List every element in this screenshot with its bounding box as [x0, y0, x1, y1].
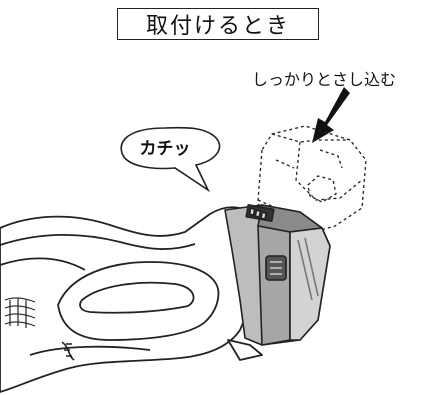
battery-pack-icon [224, 204, 331, 346]
power-cord-stub [61, 341, 75, 361]
click-sound-label: カチッ [139, 139, 191, 159]
click-speech-bubble [120, 126, 221, 193]
push-down-arrow-icon [312, 87, 350, 143]
hedge-trimmer-body [0, 206, 269, 393]
section-title: 取付けるとき [117, 8, 319, 40]
vent-grill [4, 297, 36, 328]
insert-instruction-label: しっかりとさし込む [252, 70, 397, 89]
